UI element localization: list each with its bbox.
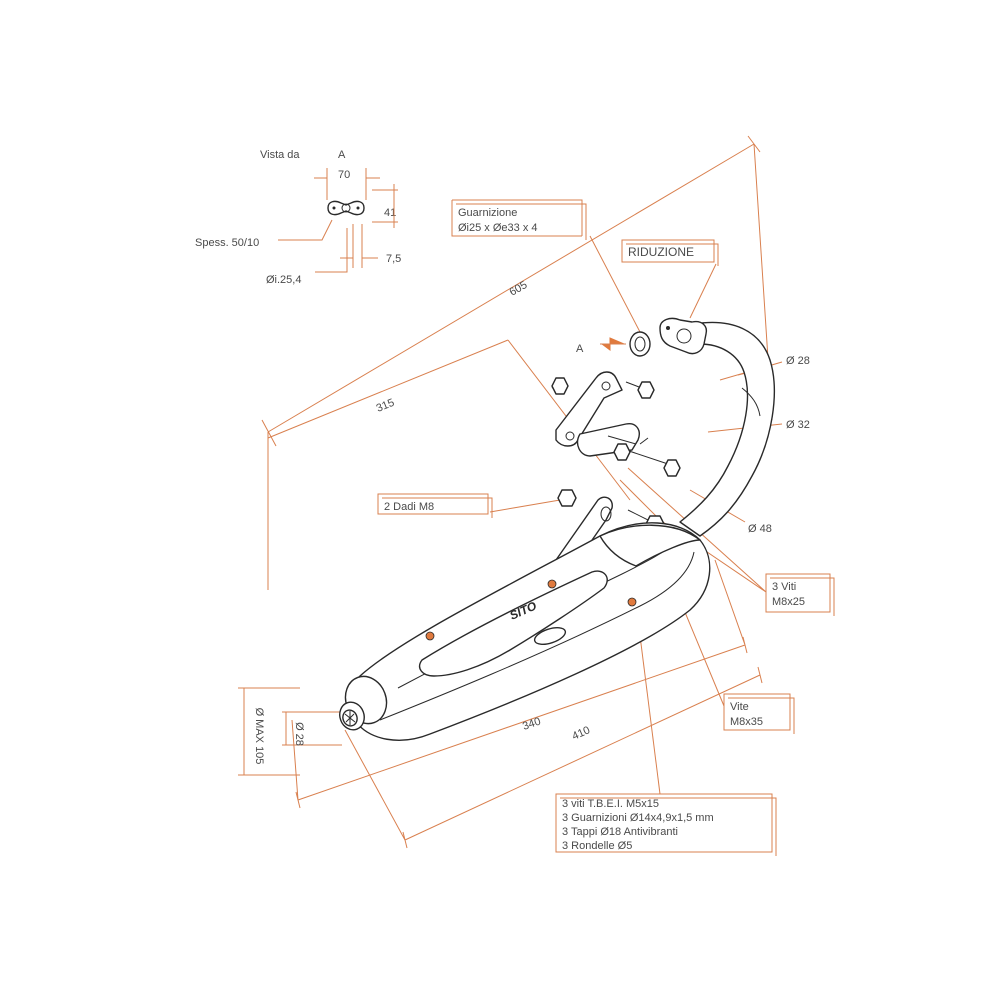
nut-1 (551, 377, 569, 395)
mount-nut (557, 489, 577, 507)
nuts-leader (489, 499, 561, 513)
mount-hole (600, 506, 612, 522)
kit-label-line4: 3 Rondelle Ø5 (562, 840, 632, 852)
body-length-dimension (291, 559, 748, 809)
flange-inner-diameter-label: Øi.25,4 (266, 274, 301, 286)
outlet-mesh-grid (344, 711, 356, 725)
nut-2 (637, 381, 655, 399)
kit-label-line3: 3 Tappi Ø18 Antivibranti (562, 826, 678, 838)
rubber-plug-2 (547, 579, 557, 589)
pipe-d28-label: Ø 28 (786, 355, 810, 367)
callouts: Guarnizione Øi25 x Øe33 x 4 RIDUZIONE 2 … (377, 199, 835, 856)
thickness-leader (278, 219, 333, 241)
inlet-cone (599, 524, 701, 567)
outlet-diameter-label: Ø 28 (293, 722, 305, 746)
gasket-callout-box (451, 199, 587, 240)
reduction-bore (676, 328, 692, 344)
pipe-d32-label: Ø 32 (786, 419, 810, 431)
view-arrow-letter: A (576, 343, 584, 355)
dimension-lines: 605 315 340 410 Ø MAX 105 Ø 28 Ø 28 Ø 32… (238, 135, 810, 849)
gasket-label-line1: Guarnizione (458, 207, 517, 219)
flange-outline (327, 200, 365, 216)
outlet-diameter-dimension (282, 711, 342, 746)
gasket-ring-inner (634, 336, 646, 352)
screw-label-line1: Vite (730, 701, 749, 713)
reduction-label: RIDUZIONE (628, 245, 694, 259)
silencer-oval-badge (533, 627, 567, 645)
rubber-plug-3 (627, 597, 637, 607)
gasket-ring (629, 331, 651, 357)
body-length-label: 340 (521, 716, 542, 733)
rubber-plug-1 (425, 631, 435, 641)
max-diameter-dimension (238, 687, 300, 776)
reduction-bolt-hole (666, 326, 670, 330)
max-diameter-label: Ø MAX 105 (253, 708, 265, 765)
nuts-label: 2 Dadi M8 (384, 501, 434, 513)
flange-hole-left (332, 206, 336, 210)
silencer-crease (379, 551, 695, 721)
flange-height-label: 41 (384, 207, 396, 219)
flange-detail-view: Vista da A 70 41 7,5 Spess. 50/10 Øi.25,… (195, 149, 401, 286)
exhaust-assembly: SITO (339, 317, 775, 741)
flange-width-label: 70 (338, 169, 350, 181)
screws-label-line1: 3 Viti (772, 581, 796, 593)
bracket-hole-1 (565, 431, 575, 441)
kit-label-line2: 3 Guarnizioni Ø14x4,9x1,5 mm (562, 812, 714, 824)
reduction-leader (689, 263, 717, 319)
body-total-label: 410 (570, 724, 592, 742)
pipe-joint (741, 387, 761, 417)
nut-4 (663, 459, 681, 477)
gasket-leader (589, 235, 641, 333)
kit-callout-box (555, 793, 777, 856)
flange-bore (341, 203, 351, 213)
header-pipe (679, 321, 775, 537)
flange-gap-label: 7,5 (386, 253, 401, 265)
body-total-dimension (344, 666, 763, 849)
overall-length-dimension (261, 135, 773, 590)
flange-thickness-label: Spess. 50/10 (195, 237, 259, 249)
pipe-d48-label: Ø 48 (748, 523, 772, 535)
flange-hole-right (356, 206, 360, 210)
view-title: Vista da (260, 149, 300, 161)
screw-callout-box (723, 693, 795, 734)
silencer-mount (555, 496, 613, 567)
overall-length-label: 605 (508, 279, 530, 299)
screw-label-line2: M8x35 (730, 716, 763, 728)
kit-label-line1: 3 viti T.B.E.I. M5x15 (562, 798, 659, 810)
reduction-callout-box (621, 239, 719, 266)
gap-dimension (340, 224, 378, 268)
height-dimension (372, 184, 398, 228)
width-dimension (314, 168, 380, 200)
nut-3 (613, 443, 631, 461)
screws-label-line2: M8x25 (772, 596, 805, 608)
gasket-label-line2: Øi25 x Øe33 x 4 (458, 222, 538, 234)
view-letter: A (338, 149, 346, 161)
screws-callout-box (765, 573, 835, 616)
diameter-leader (315, 228, 348, 273)
reduction-flange (659, 317, 708, 355)
bracket-upper (555, 371, 623, 447)
bracket-hole-2 (601, 381, 611, 391)
silencer-panel (418, 570, 608, 677)
bracket-length-label: 315 (375, 397, 397, 415)
